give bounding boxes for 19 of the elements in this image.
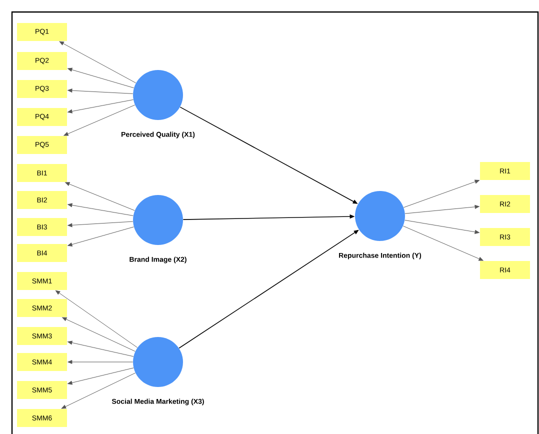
loading-arrow [64, 104, 136, 136]
loading-arrow [68, 368, 134, 385]
loading-arrow [62, 317, 136, 352]
loading-arrow [68, 68, 134, 88]
loading-arrow [68, 99, 134, 114]
loading-arrow [55, 290, 138, 348]
loading-arrow [59, 41, 136, 84]
loading-arrow [68, 226, 134, 246]
loading-arrow [68, 360, 134, 364]
loading-arrow [404, 204, 480, 214]
loading-arrow [68, 203, 134, 216]
loading-arrow [402, 226, 484, 261]
loading-arrow [68, 88, 134, 94]
loading-arrow [68, 340, 134, 357]
loading-arrow [65, 182, 135, 211]
loading-arrow [403, 180, 480, 208]
loading-arrow [61, 372, 136, 409]
loading-arrow [404, 220, 480, 234]
loading-arrow [68, 221, 134, 228]
